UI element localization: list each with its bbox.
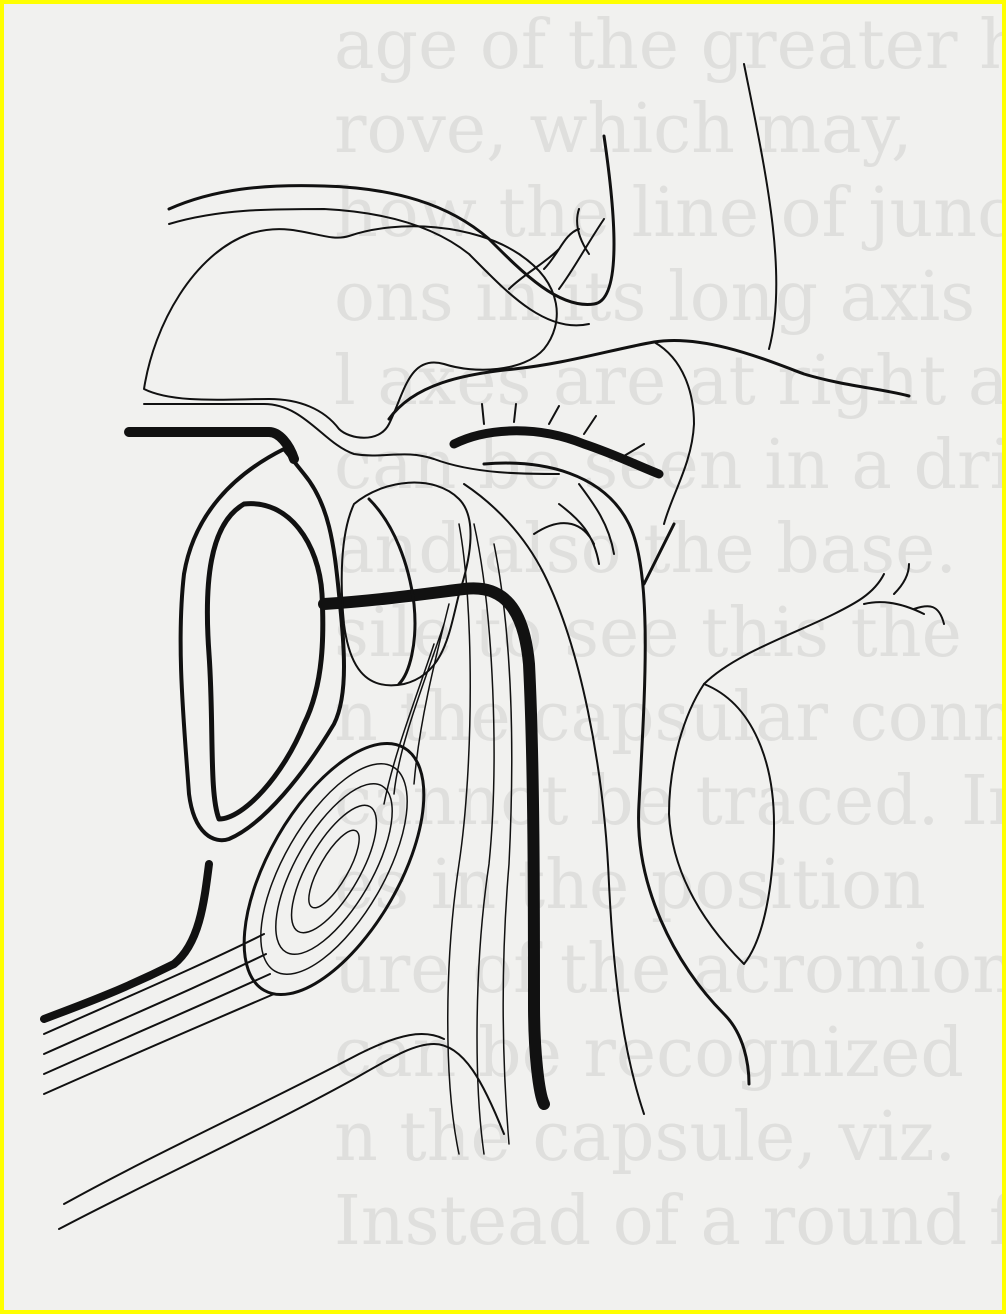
articular-cartilage	[342, 483, 471, 686]
acromion-bone	[144, 226, 557, 437]
coracoid-process	[389, 340, 909, 419]
deltoid-muscle	[669, 684, 774, 964]
glenoid-stipple	[207, 504, 322, 819]
tendon-bundle	[44, 864, 209, 1019]
anatomical-drawing	[4, 4, 1002, 1310]
humerus-outline	[464, 484, 644, 1114]
acromion-outline	[169, 136, 614, 304]
subacromial-bursa	[208, 715, 461, 1022]
